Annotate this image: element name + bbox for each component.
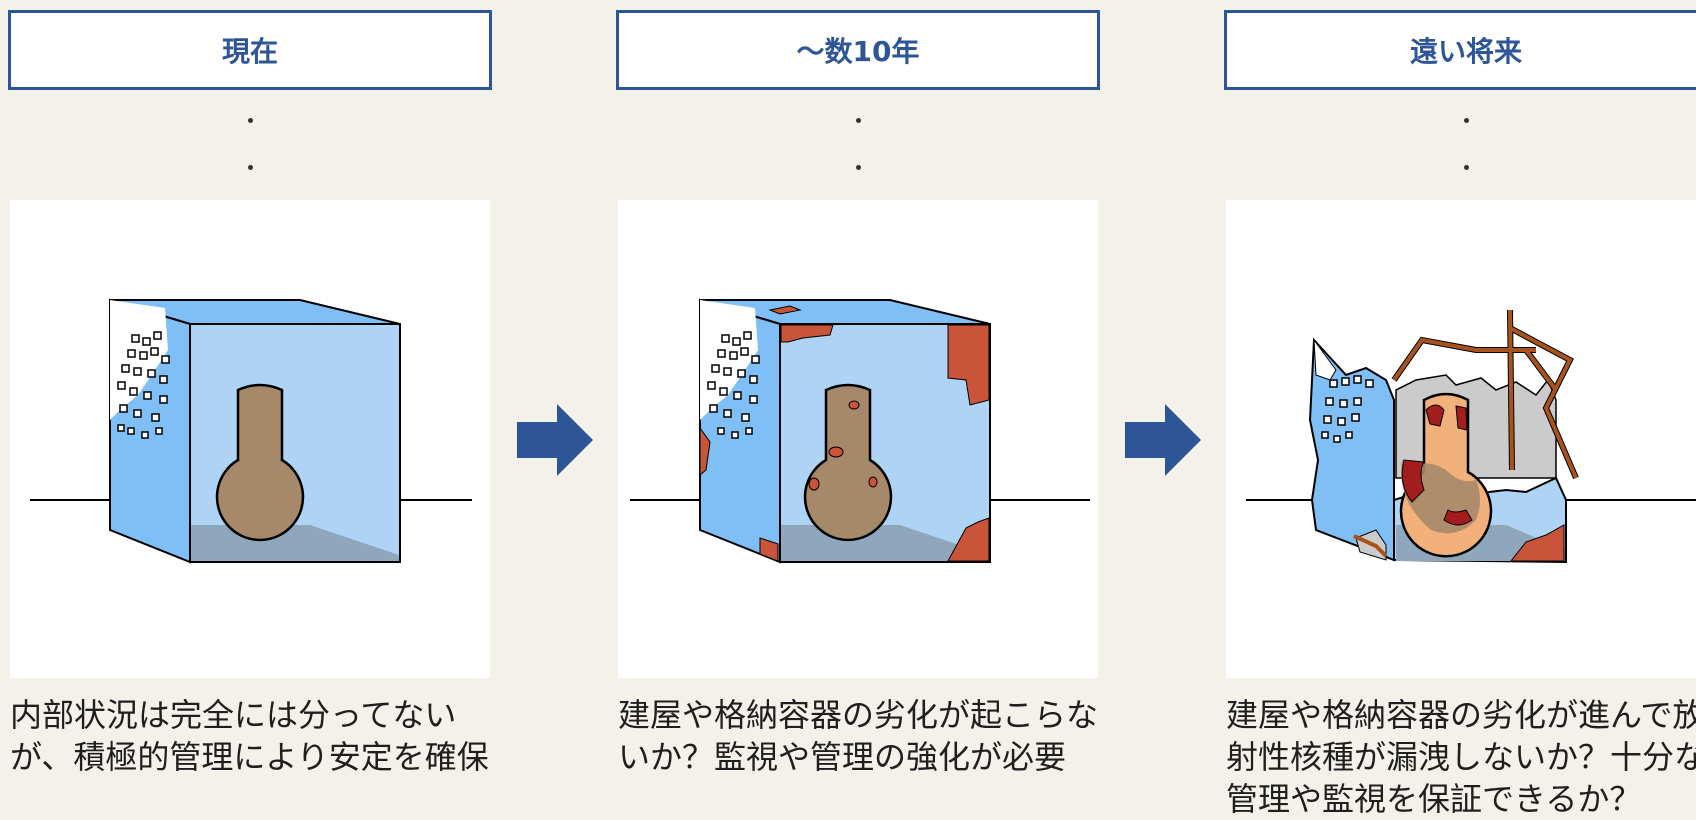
stage-decades-description: 建屋や格納容器の劣化が起こらな いか？監視や管理の強化が必要 — [618, 696, 1099, 776]
stage-distant-future: 遠い将来 — [1224, 0, 1696, 818]
ellipsis-dots — [616, 118, 1100, 170]
ellipsis-dots — [8, 118, 492, 170]
arrow-right-icon — [1125, 404, 1201, 476]
stage-future-title: 遠い将来 — [1224, 10, 1696, 90]
stage-decades: ～数10年 — [616, 0, 1106, 808]
arrow-right-icon — [517, 404, 593, 476]
future-illustration — [1226, 200, 1696, 678]
stage-present-title: 現在 — [8, 10, 492, 90]
present-illustration — [10, 200, 490, 678]
stage-decades-title: ～数10年 — [616, 10, 1100, 90]
stage-future-description: 建屋や格納容器の劣化が進んで放 射性核種が漏洩しないか？十分な 管理や監視を保証… — [1226, 696, 1696, 818]
stage-present: 現在 内部 — [8, 0, 498, 808]
stage-present-description: 内部状況は完全には分ってない が、積極的管理により安定を確保 — [10, 696, 489, 776]
decades-illustration — [618, 200, 1098, 678]
ellipsis-dots — [1224, 118, 1696, 170]
